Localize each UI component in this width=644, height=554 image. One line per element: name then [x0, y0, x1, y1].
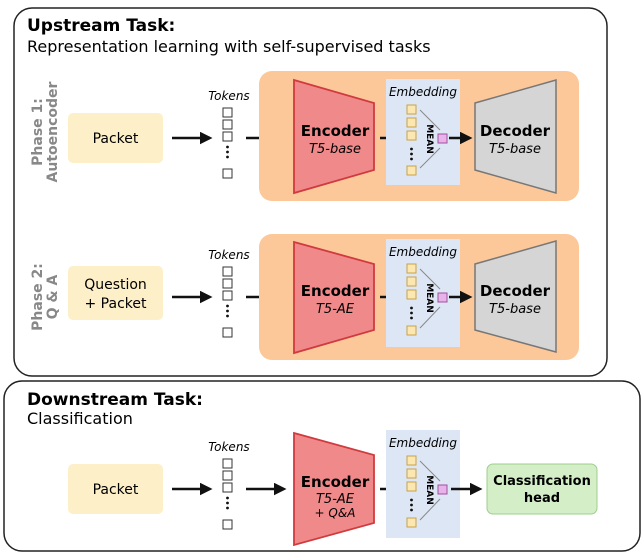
phase1-pool-lines: [419, 109, 441, 169]
downstream-embedding-cells: [406, 455, 417, 528]
downstream-pool-label: MEAN: [424, 475, 434, 505]
phase2-embedding-cells: [406, 263, 417, 336]
downstream-embedding-ellipsis: [410, 498, 413, 512]
phase1-encoder-title: Encoder: [301, 122, 370, 140]
classification-head-line1: Classification: [493, 474, 591, 489]
phase2-encoder-title: Encoder: [301, 282, 370, 300]
phase2-row: Phase 2: Q & A Question + Packet Tokens …: [30, 234, 579, 360]
phase1-encoder-model: T5-base: [309, 142, 361, 157]
downstream-pool-lines: [419, 460, 441, 521]
phase2-token-last: [222, 327, 233, 338]
downstream-embedding-bg: [386, 430, 460, 538]
phase2-pooled-vector: [437, 292, 448, 303]
phase2-decoder-shape: [474, 240, 557, 353]
phase1-input-label: Packet: [93, 131, 139, 147]
phase1-embedding-ellipsis: [410, 147, 413, 161]
phase2-pool-label: MEAN: [424, 283, 434, 313]
phase1-decoder-model: T5-base: [489, 142, 541, 157]
classification-head-box: [486, 463, 598, 515]
phase1-token-ellipsis: [226, 145, 229, 159]
phase2-token-list: [222, 266, 233, 301]
phase2-label-line2: Q & A: [45, 274, 61, 319]
phase2-embedding-ellipsis: [410, 306, 413, 320]
phase1-embedding-label: Embedding: [389, 85, 457, 99]
downstream-encoder-shape: [293, 431, 375, 547]
phase2-encoder-model: T5-AE: [316, 302, 355, 317]
phase1-encoder-shape: [293, 78, 375, 195]
downstream-subtitle: Classification: [27, 409, 133, 428]
phase2-label-line1: Phase 2:: [30, 263, 46, 331]
phase2-decoder-title: Decoder: [480, 282, 551, 300]
phase1-label: Phase 1: Autoencoder: [30, 81, 61, 182]
phase2-decoder-model: T5-base: [489, 302, 541, 317]
phase1-embedding-bg: [386, 79, 460, 185]
phase2-input-line1: Question: [84, 277, 147, 293]
downstream-tokens-label: Tokens: [208, 440, 249, 454]
downstream-row: Packet Tokens Encoder T5-AE + Q&A Embedd…: [68, 430, 598, 547]
downstream-token-list: [222, 458, 233, 493]
classification-head-line2: head: [524, 491, 560, 506]
upstream-subtitle: Representation learning with self-superv…: [27, 37, 431, 56]
phase2-pool-lines: [419, 268, 441, 329]
downstream-encoder-model-line1: T5-AE: [316, 492, 355, 507]
phase1-token-list: [222, 107, 233, 142]
phase2-input-line2: + Packet: [85, 296, 147, 312]
phase1-decoder-shape: [474, 79, 557, 194]
phase2-token-ellipsis: [226, 304, 229, 318]
phase1-token-last: [222, 168, 233, 179]
phase1-tokens-label: Tokens: [208, 89, 249, 103]
phase1-embedding-cells: [406, 104, 417, 176]
phase2-input-box: [68, 266, 163, 320]
downstream-encoder-model-line2: + Q&A: [315, 506, 356, 520]
phase1-row: Phase 1: Autoencoder Packet Tokens Encod…: [30, 71, 579, 201]
phase1-label-line2: Autoencoder: [45, 81, 61, 182]
downstream-token-ellipsis: [226, 496, 229, 510]
downstream-encoder-title: Encoder: [301, 473, 370, 491]
phase1-pooled-vector: [437, 133, 448, 144]
downstream-token-last: [222, 519, 233, 530]
phase1-decoder-title: Decoder: [480, 122, 551, 140]
downstream-input-label: Packet: [93, 482, 139, 498]
downstream-embedding-label: Embedding: [389, 436, 457, 450]
phase2-label: Phase 2: Q & A: [30, 263, 61, 331]
phase2-embedding-bg: [386, 239, 460, 347]
upstream-title: Upstream Task:: [27, 16, 175, 36]
phase1-label-line1: Phase 1:: [30, 98, 46, 166]
phase2-encoder-shape: [293, 240, 375, 355]
phase1-pool-label: MEAN: [424, 124, 434, 154]
phase2-tokens-label: Tokens: [208, 248, 249, 262]
downstream-input-box: [68, 464, 163, 514]
downstream-title: Downstream Task:: [27, 390, 203, 410]
downstream-pooled-vector: [437, 484, 448, 495]
phase1-input-box: [68, 113, 163, 163]
phase2-embedding-label: Embedding: [389, 245, 457, 259]
